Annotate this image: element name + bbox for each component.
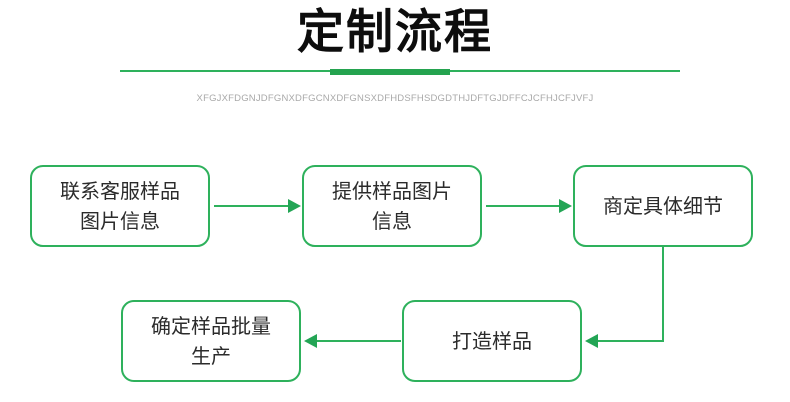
arrow-step2-to-step3-line (486, 205, 560, 207)
flow-node-step-3-line1: 商定具体细节 (603, 194, 723, 218)
flow-node-step-2-text: 提供样品图片 信息 (310, 176, 474, 236)
page-subtitle: XFGJXFDGNJDFGNXDFGCNXDFGNSXDFHDSFHSDGDTH… (196, 93, 594, 104)
arrow-left-icon (304, 334, 317, 348)
flow-node-step-2-line2: 信息 (372, 209, 412, 233)
flow-node-step-1-text: 联系客服样品 图片信息 (38, 176, 202, 236)
title-divider (120, 69, 680, 75)
flow-node-step-1-line1: 联系客服样品 (60, 179, 180, 203)
flow-node-step-3-text: 商定具体细节 (581, 191, 745, 221)
arrow-step1-to-step2-line (214, 205, 289, 207)
arrow-step5-to-step4-line (317, 340, 401, 342)
flow-node-step-4: 确定样品批量 生产 (121, 300, 301, 382)
flow-node-step-4-line1: 确定样品批量 (151, 314, 271, 338)
flow-node-step-2: 提供样品图片 信息 (302, 165, 482, 247)
flow-node-step-5-line1: 打造样品 (452, 329, 532, 353)
arrow-step3-to-step5-horizontal (598, 340, 663, 342)
flow-node-step-4-text: 确定样品批量 生产 (129, 311, 293, 371)
divider-accent-segment (330, 69, 450, 75)
flow-node-step-2-line1: 提供样品图片 (332, 179, 452, 203)
flow-node-step-1: 联系客服样品 图片信息 (30, 165, 210, 247)
arrow-right-icon (288, 199, 301, 213)
flow-node-step-1-line2: 图片信息 (80, 209, 160, 233)
flow-node-step-5-text: 打造样品 (410, 326, 574, 356)
flow-node-step-4-line2: 生产 (191, 344, 231, 368)
page-title: 定制流程 (297, 5, 493, 60)
arrow-left-icon (585, 334, 598, 348)
flow-node-step-3: 商定具体细节 (573, 165, 753, 247)
flow-node-step-5: 打造样品 (402, 300, 582, 382)
arrow-right-icon (559, 199, 572, 213)
arrow-step3-to-step5-vertical (662, 247, 664, 342)
